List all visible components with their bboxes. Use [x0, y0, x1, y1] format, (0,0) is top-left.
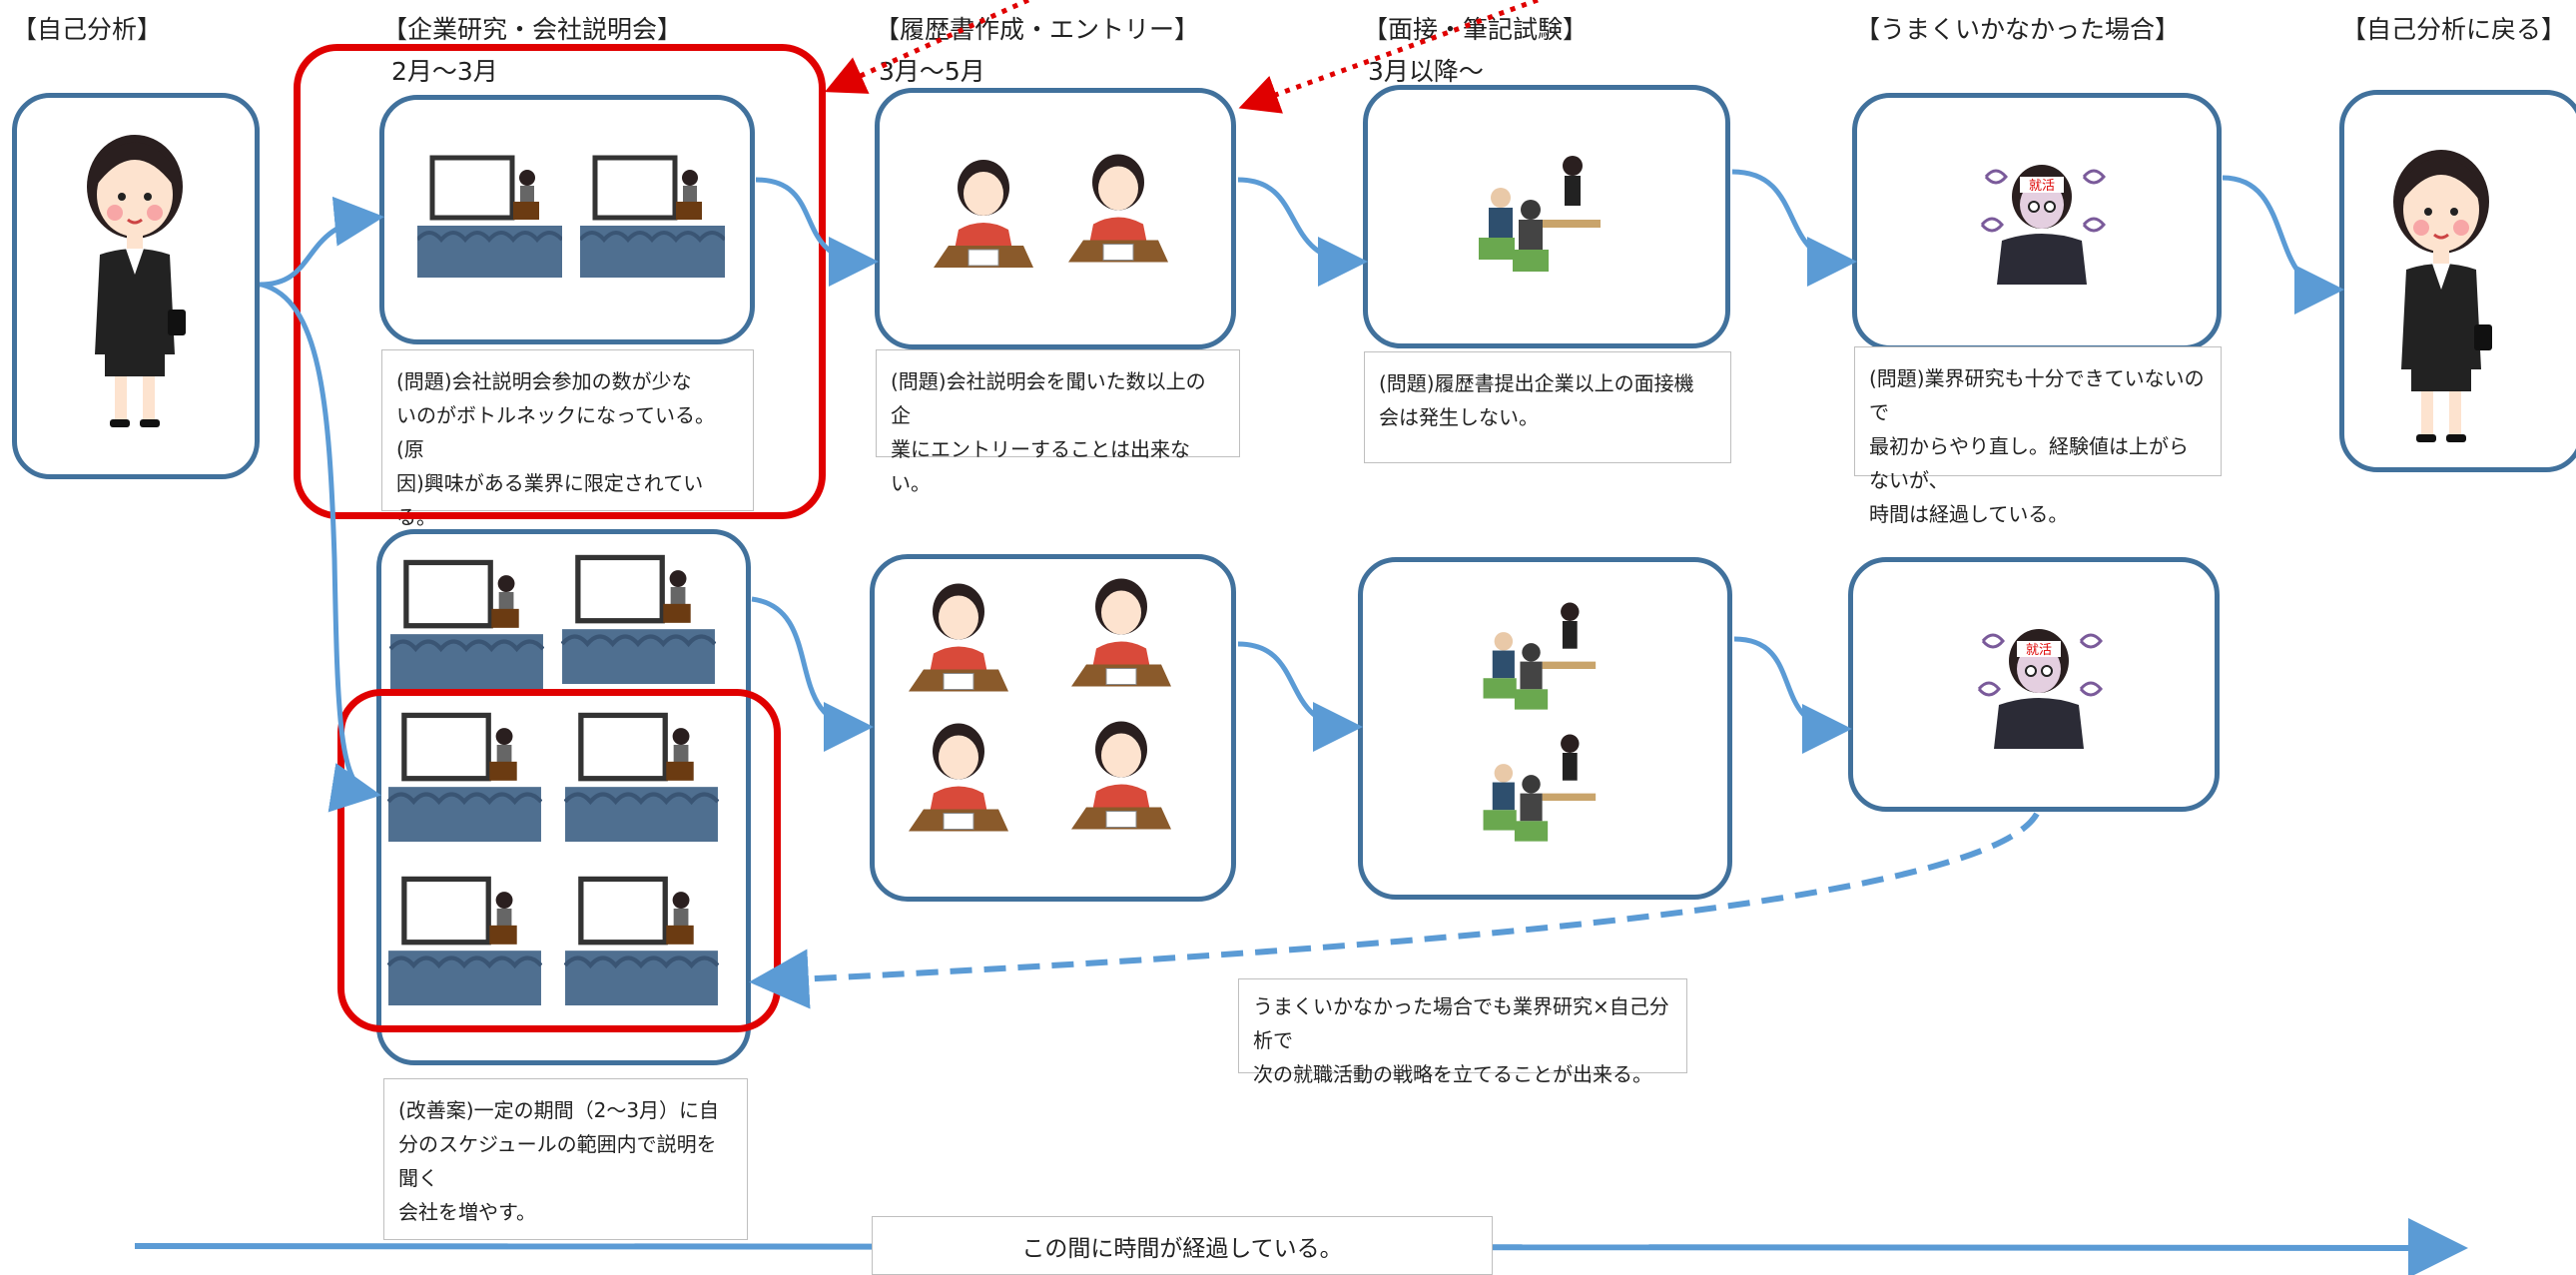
seminar-icon — [387, 712, 542, 842]
header-self-analysis: 【自己分析】 — [12, 15, 163, 44]
arrow-self-to-seminar — [259, 196, 384, 288]
seminar-icon — [564, 876, 719, 1005]
writing-student-icon — [1071, 578, 1171, 687]
badge-label: 就活 — [2026, 643, 2052, 658]
period-interview: 3月以降～ — [1368, 57, 1484, 86]
interview-icon — [1479, 156, 1601, 272]
note-improvement: (改善案)一定の期間（2～3月）に自 分のスケジュールの範囲内で説明を聞く 会社… — [383, 1078, 748, 1240]
badge-label: 就活 — [2029, 179, 2055, 194]
seminar-icon — [417, 155, 562, 278]
timeline-label: この間に時間が経過している。 — [872, 1216, 1493, 1275]
seminar-icon — [389, 559, 544, 689]
businesswoman-illustration-return — [2393, 150, 2492, 442]
seminar-icon — [561, 554, 716, 684]
arrow-failure-to-return — [2222, 175, 2344, 315]
interview-box-bottom — [1358, 557, 1732, 900]
seminar-icon — [580, 155, 725, 278]
arrow-interview2-to-failure2 — [1733, 636, 1852, 754]
note-failure-problem: (問題)業界研究も十分できていないので 最初からやり直し。経験値は上がらないが、… — [1854, 346, 2222, 526]
header-failure: 【うまくいかなかった場合】 — [1855, 15, 2181, 44]
writing-student-icon — [909, 583, 1008, 692]
resume-box-bottom — [870, 554, 1236, 902]
highlight-improvement — [337, 689, 781, 1032]
arrow-seminar2-to-resume2 — [751, 596, 874, 752]
writing-student-icon — [909, 723, 1008, 832]
stressed-job-hunter-icon: 就活 — [1980, 165, 2106, 285]
interview-icon — [1483, 734, 1597, 842]
writing-student-icon — [1068, 154, 1168, 263]
note-retry-strategy: うまくいかなかった場合でも業界研究×自己分析で 次の就職活動の戦略を立てることが… — [1238, 978, 1687, 1086]
businesswoman-illustration — [87, 135, 186, 427]
highlight-bottleneck — [294, 44, 826, 519]
header-return: 【自己分析に戻る】 — [2341, 15, 2567, 44]
note-resume-problem: (問題)会社説明会を聞いた数以上の企 業にエントリーすることは出来ない。 — [876, 349, 1240, 495]
stressed-job-hunter-icon: 就活 — [1977, 629, 2103, 749]
red-pointer-1 — [824, 0, 1030, 94]
writing-student-icon — [934, 160, 1033, 268]
arrow-seminar-to-resume — [755, 177, 879, 287]
header-resume: 【履歴書作成・エントリー】 — [875, 15, 1200, 44]
arrow-interview-to-failure — [1731, 169, 1857, 287]
arrow-self-to-seminar-bottom — [261, 282, 381, 813]
red-pointer-2 — [1238, 0, 1539, 114]
note-interview-problem: (問題)履歴書提出企業以上の面接機 会は発生しない。 — [1364, 351, 1731, 463]
arrow-resume2-to-interview2 — [1237, 641, 1363, 752]
seminar-icon — [564, 712, 719, 842]
header-interview: 【面接・筆記試験】 — [1363, 15, 1589, 44]
interview-box-top — [1363, 85, 1730, 348]
period-company-research: 2月～3月 — [391, 57, 498, 86]
arrow-resume-to-interview — [1237, 177, 1368, 287]
resume-box-top — [875, 88, 1236, 349]
header-company-research: 【企業研究・会社説明会】 — [382, 15, 683, 44]
writing-student-icon — [1071, 721, 1171, 830]
note-company-research-problem: (問題)会社説明会参加の数が少な いのがボトルネックになっている。(原 因)興味… — [381, 349, 754, 529]
interview-icon — [1483, 602, 1597, 710]
arrow-dashed-return — [749, 812, 2040, 1009]
seminar-icon — [387, 876, 542, 1005]
